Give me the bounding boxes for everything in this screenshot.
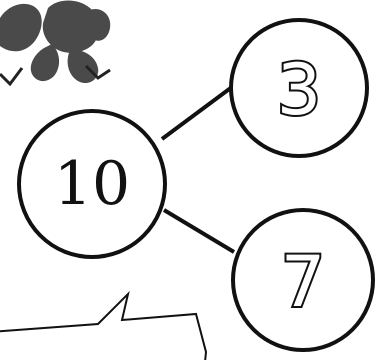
part-number-upper: 3: [277, 49, 322, 131]
cartoon-figure-icon: [0, 1, 110, 84]
bond-line-upper: [162, 87, 232, 139]
speech-bubble: [0, 294, 206, 360]
bond-line-lower: [164, 210, 234, 252]
part-number-lower: 7: [281, 241, 326, 323]
whole-number: 10: [54, 149, 130, 219]
